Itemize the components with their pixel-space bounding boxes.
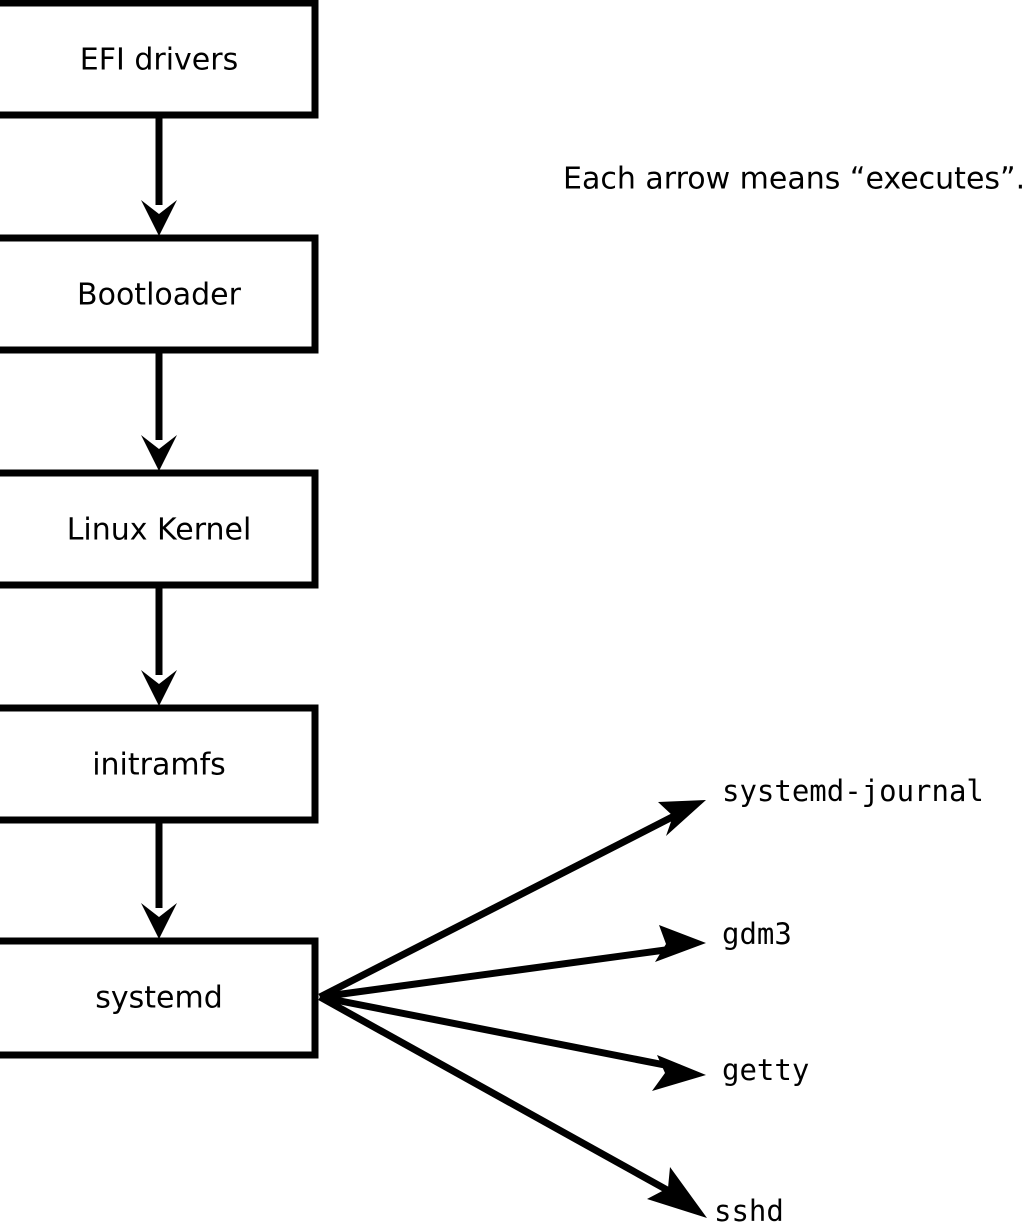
- arrow-head-icon: [658, 800, 706, 836]
- fan-arrow-to-sshd: [318, 993, 707, 1218]
- flow-arrow-bootloader-to-kernel: [141, 353, 177, 471]
- stage-box-label: EFI drivers: [80, 43, 238, 78]
- fan-arrow-to-gdm3: [319, 925, 706, 1001]
- stage-box-rect: [0, 704, 319, 824]
- arrow-head-icon: [141, 903, 177, 939]
- stage-box-systemd[interactable]: systemd: [0, 937, 319, 1059]
- arrow-head-icon: [647, 1167, 707, 1218]
- stage-box-bootloader[interactable]: Bootloader: [0, 234, 319, 354]
- stage-box-rect: [0, 0, 319, 119]
- arrow-head-icon: [141, 670, 177, 706]
- service-label-sshd: sshd: [714, 1194, 784, 1228]
- stage-box-label: Linux Kernel: [67, 513, 252, 548]
- stage-box-rect: [0, 469, 319, 589]
- service-label-gdm3: gdm3: [722, 917, 792, 951]
- stage-box-label: systemd: [95, 981, 223, 1016]
- fan-arrow-to-getty: [319, 993, 706, 1091]
- stage-box-rect: [0, 937, 319, 1059]
- arrow-head-icon: [652, 1055, 706, 1091]
- stage-box-linux-kernel[interactable]: Linux Kernel: [0, 469, 319, 589]
- flow-arrow-kernel-to-initramfs: [141, 588, 177, 706]
- stage-box-label: Bootloader: [77, 278, 242, 313]
- stage-box-rect: [0, 234, 319, 354]
- arrow-head-icon: [655, 925, 706, 962]
- flow-arrow-initramfs-to-systemd: [141, 823, 177, 939]
- arrow-head-icon: [141, 435, 177, 471]
- fan-arrow-to-systemd-journal: [318, 800, 706, 1001]
- flow-arrow-efi-to-bootloader: [141, 118, 177, 236]
- stage-box-efi-drivers[interactable]: EFI drivers: [0, 0, 319, 119]
- diagram-caption: Each arrow means “executes”.: [563, 162, 1023, 197]
- arrow-head-icon: [141, 200, 177, 236]
- service-label-systemd-journal: systemd-journal: [722, 774, 984, 808]
- stage-box-initramfs[interactable]: initramfs: [0, 704, 319, 824]
- stage-box-label: initramfs: [92, 748, 226, 783]
- service-label-getty: getty: [722, 1053, 809, 1087]
